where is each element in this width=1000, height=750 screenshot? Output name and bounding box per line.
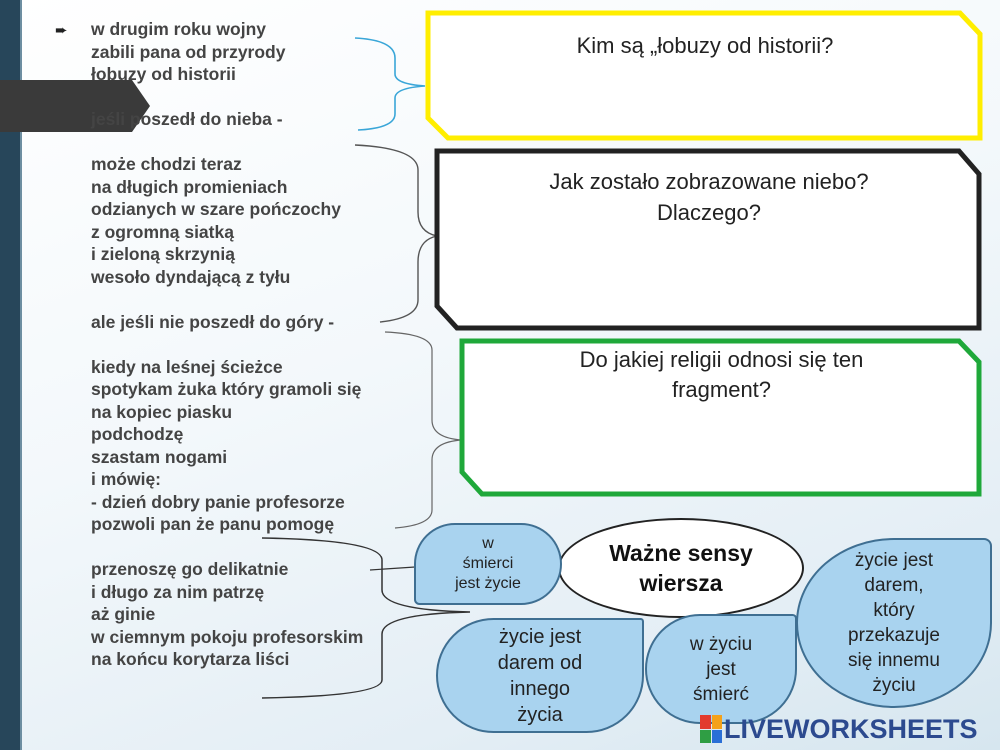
- liveworksheets-logo-icon: [700, 715, 722, 743]
- poem-line: odzianych w szare pończochy: [91, 199, 341, 219]
- connector-line: [369, 566, 416, 571]
- center-title-line-2: wiersza: [639, 570, 723, 596]
- poem-line: w drugim roku wojny: [91, 19, 267, 39]
- poem-line: w ciemnym pokoju profesorskim: [91, 626, 364, 647]
- dark-arrow-shape: [0, 80, 150, 132]
- answer-3-line: jest: [706, 658, 736, 680]
- poem-line: aż ginie: [91, 604, 156, 624]
- answer-4-line: się innemu: [848, 650, 940, 671]
- poem-line: przenoszę go delikatnie: [91, 559, 289, 579]
- poem-line: kiedy na leśnej ścieżce: [91, 356, 283, 377]
- answer-4-line: życiu: [872, 675, 916, 696]
- poem-line: na długich promieniach: [91, 176, 288, 197]
- question-box-green: Do jakiej religii odnosi się ten fragmen…: [459, 338, 984, 498]
- logo-text: LIVEWORKSHEETS: [724, 713, 978, 744]
- poem-line: szastam nogami: [91, 446, 228, 467]
- poem-line: zabili pana od przyrody: [91, 41, 286, 62]
- poem-line: i mówię:: [91, 469, 162, 489]
- green-frame: [459, 338, 982, 497]
- center-oval: Ważne sensy wiersza: [558, 518, 804, 618]
- answer-4-line: darem,: [864, 575, 924, 596]
- answer-4-line: który: [873, 600, 915, 621]
- poem-line: z ogromną siatką: [91, 221, 234, 242]
- answer-4-line: życie jest: [854, 550, 934, 571]
- poem-line: podchodzę: [91, 424, 184, 444]
- dark-bracket-bottom: [261, 537, 471, 699]
- question-box-black: Jak zostało zobrazowane niebo? Dlaczego?: [434, 148, 984, 332]
- yellow-frame: [425, 10, 983, 141]
- question-2-line-1: Jak zostało zobrazowane niebo?: [549, 169, 869, 194]
- answer-1-line: w: [482, 535, 494, 552]
- poem-line: może chodzi teraz: [91, 154, 242, 174]
- answer-bubble-death-in-life[interactable]: w życiu jest śmierć: [645, 614, 797, 724]
- question-3-line-1: Do jakiej religii odnosi się ten: [579, 347, 864, 372]
- answer-2-line: innego: [509, 677, 571, 700]
- answer-bubble-life-passed-on[interactable]: życie jest darem, który przekazuje się i…: [796, 538, 992, 708]
- poem-line: jeśli poszedł do nieba -: [91, 109, 283, 129]
- poem-line: i długo za nim patrzę: [91, 581, 265, 602]
- answer-3-line: w życiu: [689, 633, 753, 655]
- answer-2-line: życia: [517, 703, 563, 726]
- center-title-line-1: Ważne sensy: [609, 540, 753, 566]
- arrow-bullet-icon: ➨: [55, 22, 68, 39]
- poem-line: na kopiec piasku: [91, 401, 233, 422]
- answer-3-line: śmierć: [693, 683, 749, 705]
- poem-line: ale jeśli nie poszedł do góry -: [91, 311, 335, 332]
- black-frame: [434, 148, 982, 331]
- poem-line: i zieloną skrzynią: [91, 244, 235, 264]
- question-2-line-2: Dlaczego?: [657, 200, 761, 225]
- answer-4-line: przekazuje: [848, 625, 940, 646]
- answer-bubble-life-in-death[interactable]: w śmierci jest życie: [414, 523, 562, 605]
- poem-line: pozwoli pan że panu pomogę: [91, 514, 335, 534]
- poem-line: na końcu korytarza liści: [91, 649, 290, 669]
- poem-line: spotykam żuka który gramoli się: [91, 379, 362, 399]
- answer-2-line: darem od: [497, 651, 583, 674]
- poem-line: łobuzy od historii: [91, 64, 236, 84]
- gray-bracket-religion: [384, 331, 463, 529]
- answer-2-line: życie jest: [498, 625, 582, 648]
- gray-bracket-heaven: [354, 144, 438, 323]
- question-1-text: Kim są „łobuzy od historii?: [576, 33, 834, 58]
- poem-line: wesoło dyndającą z tyłu: [91, 266, 291, 287]
- left-sidebar-strip: [20, 0, 22, 750]
- answer-bubble-life-gift-from-other[interactable]: życie jest darem od innego życia: [436, 618, 644, 733]
- left-sidebar-bar: [0, 0, 20, 750]
- answer-1-line: śmierci: [462, 555, 514, 572]
- poem-line: - dzień dobry panie profesorze: [91, 491, 345, 512]
- question-box-yellow: Kim są „łobuzy od historii?: [425, 10, 985, 142]
- blue-bracket: [354, 37, 426, 131]
- liveworksheets-logo: LIVEWORKSHEETS: [700, 714, 978, 744]
- answer-1-line: jest życie: [455, 575, 521, 592]
- question-3-line-2: fragment?: [671, 377, 772, 402]
